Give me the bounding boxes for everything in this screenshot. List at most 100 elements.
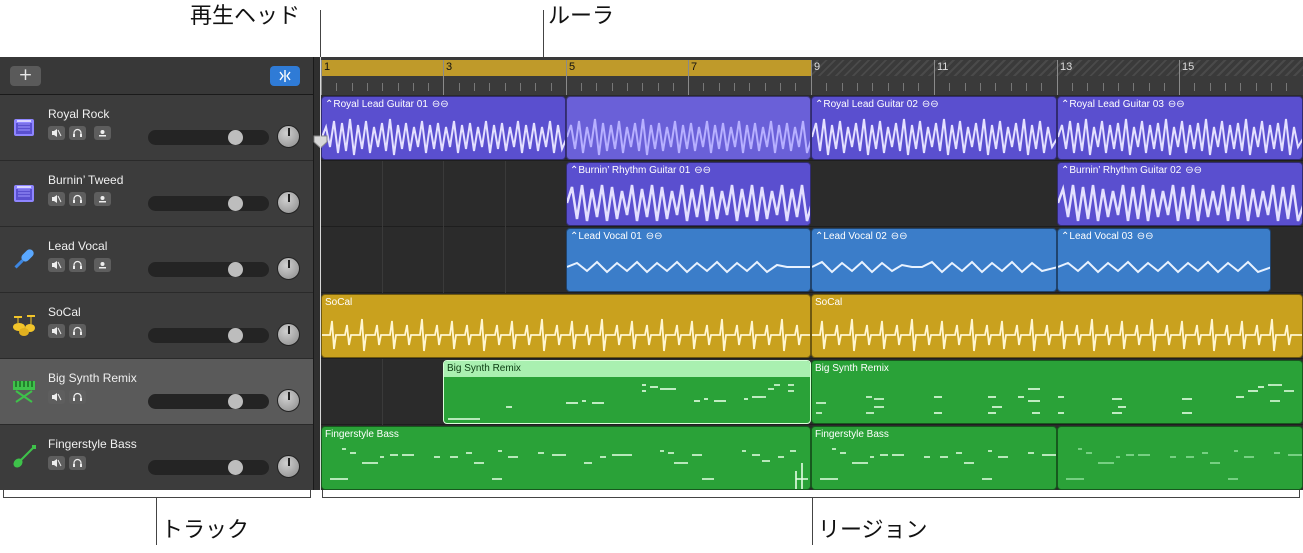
mute-button[interactable] [48,390,65,404]
volume-slider[interactable] [148,328,269,343]
region-title: SoCal [815,297,843,308]
volume-slider-knob[interactable] [228,196,243,211]
audio-waveform [567,184,810,222]
bar-tick [934,60,935,95]
bar-tick [688,60,689,95]
region-title: Big Synth Remix [447,363,521,374]
volume-slider[interactable] [148,460,269,475]
pan-knob[interactable] [277,323,300,346]
mute-icon [52,393,62,401]
region-title: ⌃Royal Lead Guitar 01⊖⊖ [325,99,449,110]
volume-slider[interactable] [148,394,269,409]
drummer-region[interactable]: SoCal [811,294,1303,358]
volume-slider-knob[interactable] [228,394,243,409]
track-header-burnin-tweed[interactable]: Burnin’ Tweed [0,161,313,227]
region-title: Big Synth Remix [815,363,889,374]
audio-region[interactable]: ⌃Burnin’ Rhythm Guitar 01⊖⊖ [566,162,811,226]
audio-region[interactable]: ⌃Lead Vocal 03⊖⊖ [1057,228,1271,292]
audio-region[interactable]: ⌃Lead Vocal 01⊖⊖ [566,228,811,292]
loop-icon: ⊖⊖ [645,231,663,242]
loop-icon: ⊖⊖ [1136,231,1154,242]
mute-button[interactable] [48,192,65,206]
pan-knob[interactable] [277,389,300,412]
playhead[interactable] [320,57,321,490]
region-title: ⌃Burnin’ Rhythm Guitar 01⊖⊖ [570,165,712,176]
audio-waveform [812,118,1056,156]
volume-slider[interactable] [148,262,269,277]
midi-region-selected[interactable]: Big Synth Remix [443,360,811,424]
headphones-icon [73,392,82,401]
audio-region[interactable]: ⌃Royal Lead Guitar 02⊖⊖ [811,96,1057,160]
pan-knob[interactable] [277,257,300,280]
solo-button[interactable] [69,258,86,272]
mute-button[interactable] [48,324,65,338]
region-header [444,361,810,377]
headphones-icon [73,194,82,203]
bar-number: 15 [1182,61,1195,73]
loop-icon: ⊖⊖ [1167,99,1185,110]
midi-region[interactable]: Fingerstyle Bass [811,426,1057,490]
midi-notes [1066,448,1302,480]
region-title: ⌃Royal Lead Guitar 03⊖⊖ [1061,99,1185,110]
track-header-royal-rock[interactable]: Royal Rock [0,95,313,161]
bass-guitar-icon [10,443,38,471]
audio-region[interactable]: ⌃Burnin’ Rhythm Guitar 02⊖⊖ [1057,162,1303,226]
keyboard-icon [10,377,38,405]
audio-waveform [567,118,810,156]
midi-region[interactable] [1057,426,1303,490]
audio-region[interactable]: ⌃Royal Lead Guitar 01⊖⊖ [321,96,566,160]
solo-button[interactable] [69,324,86,338]
midi-region[interactable]: Fingerstyle Bass [321,426,811,490]
add-track-button[interactable]: + [10,66,41,86]
volume-slider-knob[interactable] [228,328,243,343]
track-name: Fingerstyle Bass [48,437,137,451]
record-enable-icon [99,196,106,203]
mute-icon [52,195,62,203]
volume-slider-knob[interactable] [228,130,243,145]
solo-button[interactable] [69,390,86,404]
mute-button[interactable] [48,126,65,140]
solo-button[interactable] [69,456,86,470]
smart-controls-button[interactable] [270,66,300,86]
region-title: ⌃Lead Vocal 02⊖⊖ [815,231,908,242]
record-enable-button[interactable] [94,258,111,272]
volume-slider-knob[interactable] [228,460,243,475]
pan-knob[interactable] [277,125,300,148]
track-header-socal[interactable]: SoCal [0,293,313,359]
track-header-toolbar: + [0,57,313,95]
audio-region[interactable]: ⌃Royal Lead Guitar 03⊖⊖ [1057,96,1303,160]
volume-slider[interactable] [148,130,269,145]
pan-knob[interactable] [277,191,300,214]
tracks-callout: トラック [161,518,250,543]
midi-notes [448,384,794,420]
pan-knob[interactable] [277,455,300,478]
volume-slider[interactable] [148,196,269,211]
midi-notes [820,448,1056,480]
solo-button[interactable] [69,192,86,206]
region-title: ⌃Burnin’ Rhythm Guitar 02⊖⊖ [1061,165,1203,176]
mute-button[interactable] [48,258,65,272]
drummer-region[interactable]: SoCal [321,294,811,358]
garageband-window: + Royal Rock Burnin’ Tweed [0,57,1303,490]
volume-slider-knob[interactable] [228,262,243,277]
record-enable-button[interactable] [94,192,111,206]
track-header-big-synth-remix[interactable]: Big Synth Remix [0,359,313,425]
audio-waveform [1058,184,1302,222]
audio-region[interactable] [566,96,811,160]
track-lanes[interactable]: ⌃Royal Lead Guitar 01⊖⊖ ⌃Royal Lead Guit… [321,95,1303,490]
midi-region[interactable]: Big Synth Remix [811,360,1303,424]
mute-icon [52,327,62,335]
record-enable-button[interactable] [94,126,111,140]
loop-icon: ⊖⊖ [694,165,712,176]
mute-icon [52,261,62,269]
ruler[interactable]: 1 3 5 7 9 11 13 15 [321,57,1303,95]
track-name: Lead Vocal [48,239,108,253]
audio-region[interactable]: ⌃Lead Vocal 02⊖⊖ [811,228,1057,292]
track-header-lead-vocal[interactable]: Lead Vocal [0,227,313,293]
mute-button[interactable] [48,456,65,470]
track-header-fingerstyle-bass[interactable]: Fingerstyle Bass [0,425,313,490]
regions-callout: リージョン [818,518,928,543]
solo-button[interactable] [69,126,86,140]
mute-icon [52,129,62,137]
drum-kit-icon [10,311,38,339]
